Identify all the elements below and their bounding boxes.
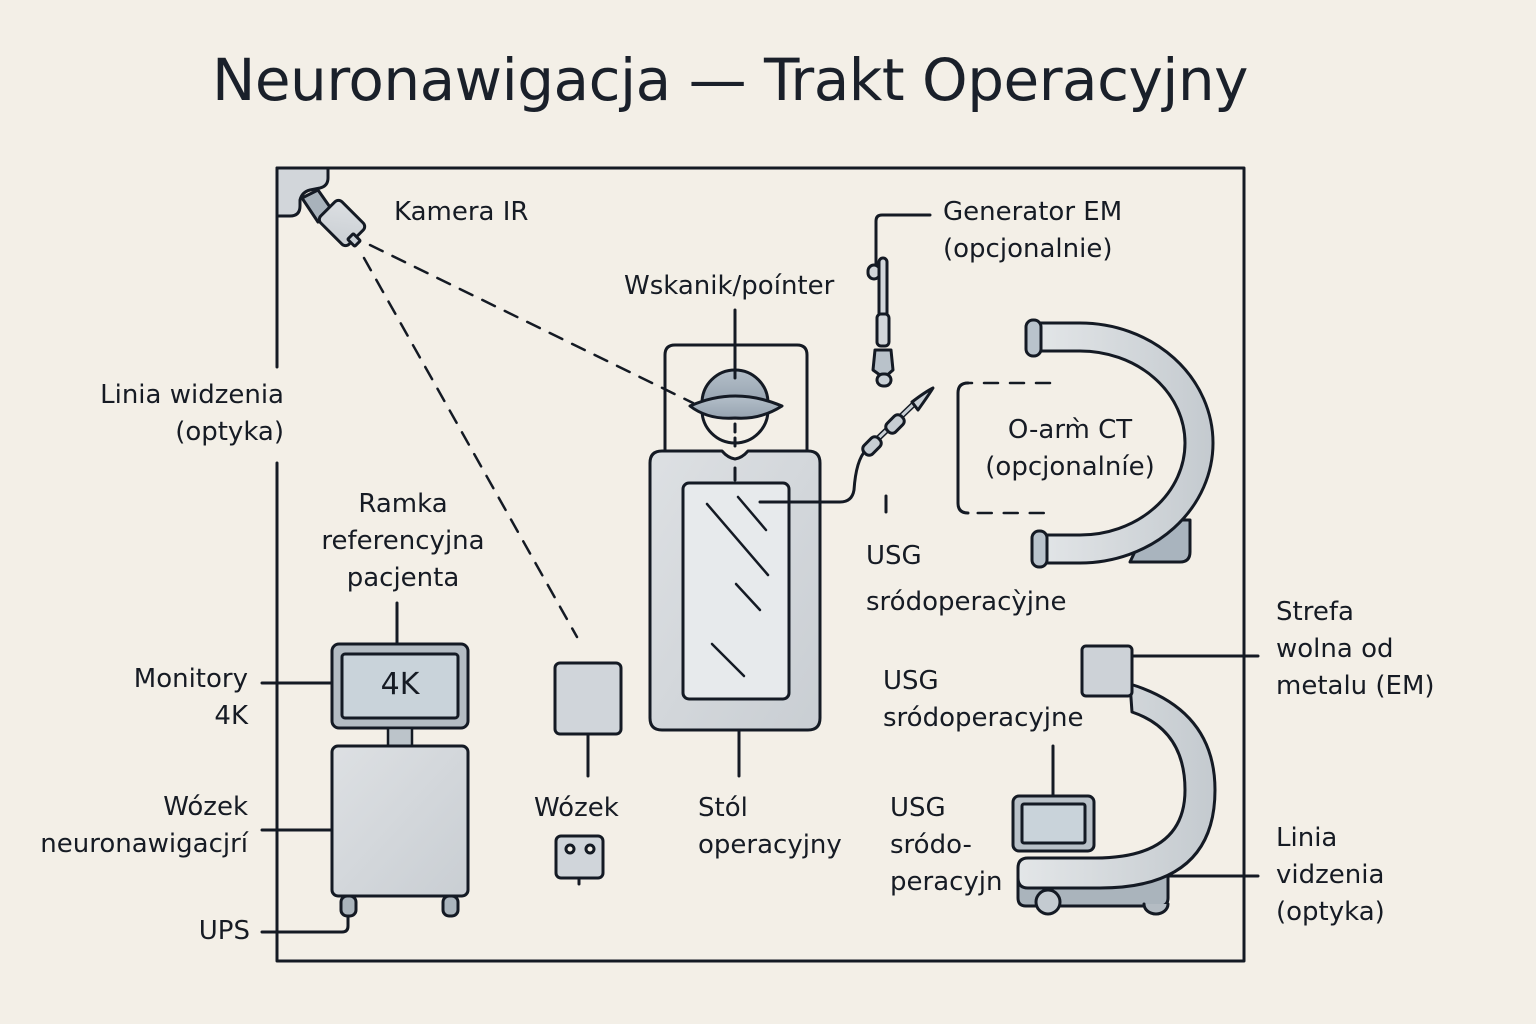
ultrasound-probe-icon	[861, 386, 935, 514]
label-nav-cart: Wózek neuronawigacjrí	[40, 792, 248, 859]
label-generator-em: Generator EM (opcjonalnie)	[943, 197, 1123, 264]
monitor-screen-text: 4K	[380, 667, 420, 702]
label-reference-frame: Ramka referencyjna pacjenta	[321, 489, 485, 593]
label-usg-unit-lower: USG sródo- peracyjn	[890, 793, 1003, 897]
power-socket-icon	[554, 834, 605, 886]
c-arm-icon	[1016, 644, 1260, 916]
label-ups: UPS	[198, 916, 250, 946]
cart-box-icon	[553, 661, 623, 778]
label-camera-ir: Kamera IR	[394, 197, 529, 227]
label-monitors: Monitory 4K	[133, 664, 248, 731]
ultrasound-monitor-icon	[1011, 744, 1096, 853]
line-of-sight-dashes	[362, 243, 695, 639]
o-arm-bounds	[956, 381, 1052, 515]
label-usg-probe: USG sródoperacỳjne	[866, 541, 1067, 617]
patient-head-icon	[663, 308, 809, 454]
o-arm-icon	[1024, 318, 1215, 569]
page-title: Neuronawigacja — Trakt Operacyjny	[211, 46, 1249, 114]
label-small-cart: Wózek	[534, 793, 619, 823]
label-metal-free-zone: Strefa wolna od metalu (EM)	[1276, 597, 1435, 701]
label-line-of-sight-right: Linia vidzenia (optyka)	[1276, 823, 1385, 927]
em-probe-icon	[866, 213, 932, 388]
label-pointer: Wskanik/poínter	[624, 271, 835, 301]
probe-cable	[758, 448, 868, 504]
operating-table-icon	[648, 449, 822, 778]
label-usg-unit-upper: USG sródoperacyjne	[883, 666, 1084, 733]
label-o-arm: O-arm̀ CT (opcjonalníe)	[985, 415, 1155, 482]
label-operating-table: Stól operacyjny	[698, 793, 842, 860]
monitor-icon	[260, 642, 470, 748]
navigation-cart-icon	[260, 744, 470, 934]
label-line-of-sight-left: Linia widzenia (optyka)	[100, 380, 284, 447]
ir-camera-icon	[275, 166, 367, 248]
